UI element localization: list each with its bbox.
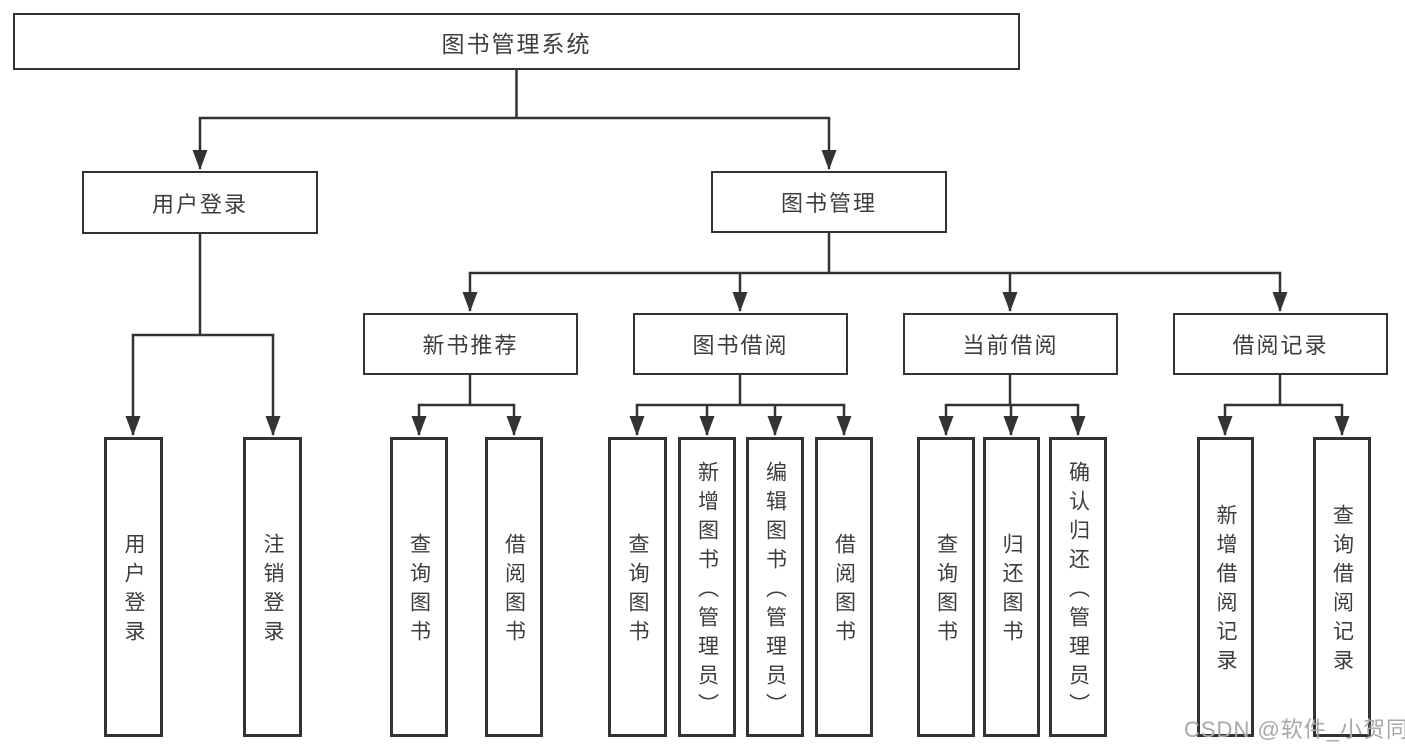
leaf-return-books: 归还图书 [983,437,1040,737]
leaf-current-query-books: 查询图书 [917,437,975,737]
leaf-borrowing-borrow-books: 借阅图书 [815,437,873,737]
node-library-management-system: 图书管理系统 [13,13,1020,70]
csdn-watermark: CSDN @软件_小贺同学 [1184,717,1405,742]
node-current-borrowing: 当前借阅 [903,313,1118,375]
node-book-borrowing: 图书借阅 [633,313,848,375]
node-new-book-recommend: 新书推荐 [363,313,578,375]
leaf-edit-books-admin: 编辑图书（管理员） [746,437,804,737]
leaf-confirm-return-admin: 确认归还（管理员） [1049,437,1107,737]
leaf-query-borrow-record: 查询借阅记录 [1313,437,1371,737]
node-user-login: 用户登录 [82,171,318,234]
leaf-recommend-query-books: 查询图书 [390,437,448,737]
node-book-management: 图书管理 [711,171,947,233]
leaf-add-books-admin: 新增图书（管理员） [678,437,736,737]
leaf-recommend-borrow-books: 借阅图书 [485,437,543,737]
leaf-add-borrow-record: 新增借阅记录 [1197,437,1254,737]
leaf-logout: 注销登录 [243,437,302,737]
leaf-user-login: 用户登录 [104,437,163,737]
leaf-borrowing-query-books: 查询图书 [608,437,667,737]
node-borrowing-records: 借阅记录 [1173,313,1388,375]
